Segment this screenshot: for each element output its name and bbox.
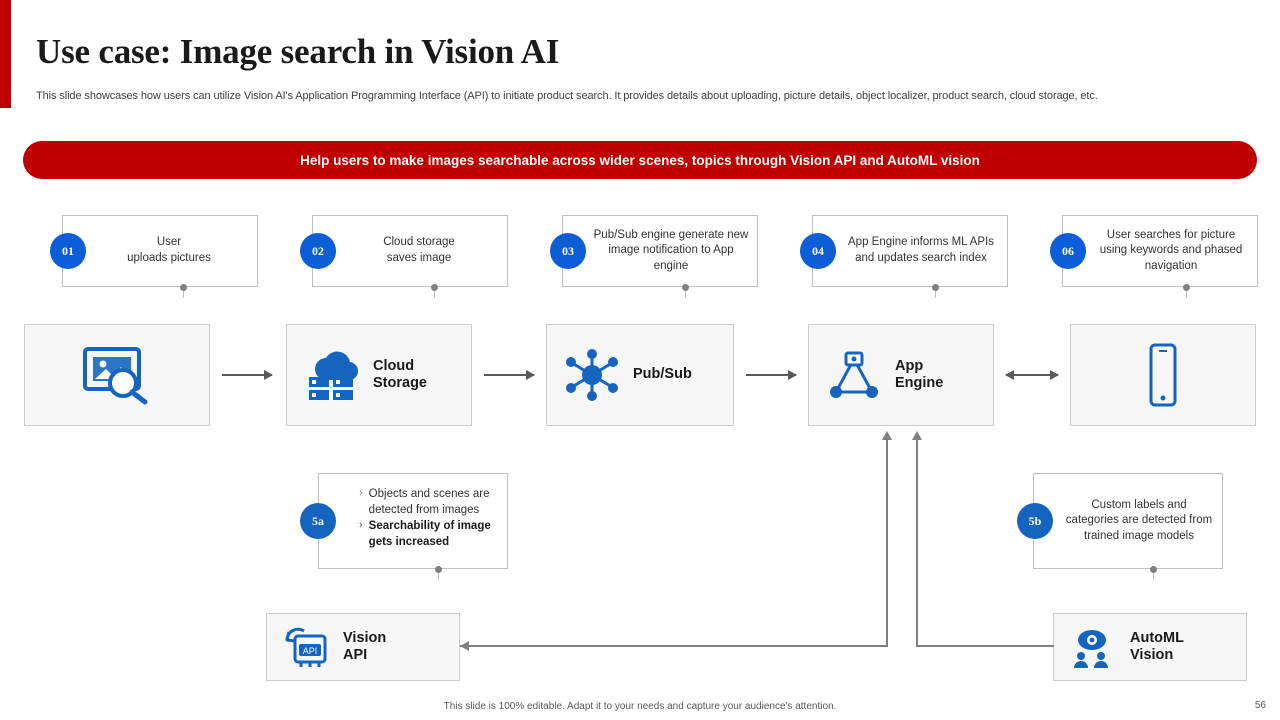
node-automl-vision[interactable]: AutoML Vision	[1053, 613, 1247, 681]
callout-02: Cloud storage saves image	[312, 215, 508, 287]
connector-vision-arrowhead	[882, 431, 892, 440]
badge-02: 02	[300, 233, 336, 269]
node-vision-api-label: Vision API	[343, 629, 387, 663]
node-automl-vision-label: AutoML Vision	[1130, 629, 1184, 663]
chevron-right-icon: ›	[359, 487, 363, 499]
callout-06-text: User searches for picture using keywords…	[1099, 228, 1243, 272]
callout-01-dot	[180, 284, 187, 291]
banner-text: Help users to make images searchable acr…	[300, 152, 980, 168]
callout-06-dot	[1183, 284, 1190, 291]
callout-04-dot	[932, 284, 939, 291]
footer-note: This slide is 100% editable. Adapt it to…	[443, 701, 837, 712]
callout-5a-bullet-2: › Searchability of image gets increased	[359, 518, 497, 550]
node-image-search[interactable]	[24, 324, 210, 426]
callout-5b-dot	[1150, 566, 1157, 573]
badge-04: 04	[800, 233, 836, 269]
svg-text:API: API	[303, 646, 318, 656]
node-mobile[interactable]	[1070, 324, 1256, 426]
mobile-phone-icon	[1143, 342, 1183, 408]
cloud-storage-icon	[301, 347, 363, 403]
vision-api-icon: API	[281, 624, 333, 670]
badge-01: 01	[50, 233, 86, 269]
badge-5a: 5a	[300, 503, 336, 539]
connector-automl-horizontal	[916, 645, 1054, 647]
page-subtitle: This slide showcases how users can utili…	[36, 90, 1098, 102]
arrow-3-4	[746, 370, 797, 380]
callout-5a-dot	[435, 566, 442, 573]
arrow-2-3	[484, 370, 535, 380]
callout-5a-stem	[438, 569, 439, 580]
callout-5b-text: Custom labels and categories are detecte…	[1065, 498, 1213, 542]
node-pubsub-label: Pub/Sub	[633, 366, 692, 383]
banner: Help users to make images searchable acr…	[23, 141, 1257, 179]
callout-02-dot	[431, 284, 438, 291]
arrow-1-2	[222, 370, 273, 380]
chevron-right-icon: ›	[359, 519, 363, 532]
app-engine-icon	[823, 347, 885, 403]
node-app-engine[interactable]: App Engine	[808, 324, 994, 426]
page-title: Use case: Image search in Vision AI	[36, 32, 560, 71]
callout-04-stem	[935, 287, 936, 298]
callout-01: User uploads pictures	[62, 215, 258, 287]
callout-06: User searches for picture using keywords…	[1062, 215, 1258, 287]
callout-5a: › Objects and scenes are detected from i…	[318, 473, 508, 569]
pubsub-icon	[561, 347, 623, 403]
arrow-4-5	[1005, 370, 1059, 380]
badge-03: 03	[550, 233, 586, 269]
connector-vision-horizontal	[460, 645, 888, 647]
callout-03: Pub/Sub engine generate new image notifi…	[562, 215, 758, 287]
callout-04-text: App Engine informs ML APIs and updates s…	[848, 236, 994, 264]
connector-automl-arrowhead	[912, 431, 922, 440]
callout-06-stem	[1186, 287, 1187, 298]
badge-06: 06	[1050, 233, 1086, 269]
page-number: 56	[1254, 700, 1266, 711]
callout-01-stem	[183, 287, 184, 298]
callout-02-stem	[434, 287, 435, 298]
callout-5b-stem	[1153, 569, 1154, 580]
callout-03-text: Pub/Sub engine generate new image notifi…	[593, 228, 749, 272]
node-cloud-storage[interactable]: Cloud Storage	[286, 324, 472, 426]
connector-vision-vertical	[886, 440, 888, 646]
callout-02-text: Cloud storage saves image	[383, 236, 455, 264]
callout-03-stem	[685, 287, 686, 298]
accent-bar	[0, 0, 11, 108]
callout-5b: Custom labels and categories are detecte…	[1033, 473, 1223, 569]
connector-vision-left-arrowhead	[460, 641, 469, 651]
automl-vision-icon	[1068, 624, 1120, 670]
callout-5a-bullet-1: › Objects and scenes are detected from i…	[359, 486, 497, 518]
callout-04: App Engine informs ML APIs and updates s…	[812, 215, 1008, 287]
node-pubsub[interactable]: Pub/Sub	[546, 324, 734, 426]
image-search-icon	[79, 345, 155, 405]
callout-01-text: User uploads pictures	[127, 236, 211, 264]
node-vision-api[interactable]: API Vision API	[266, 613, 460, 681]
node-cloud-storage-label: Cloud Storage	[373, 357, 427, 391]
callout-03-dot	[682, 284, 689, 291]
badge-5b: 5b	[1017, 503, 1053, 539]
connector-automl-vertical	[916, 440, 918, 646]
node-app-engine-label: App Engine	[895, 357, 944, 391]
